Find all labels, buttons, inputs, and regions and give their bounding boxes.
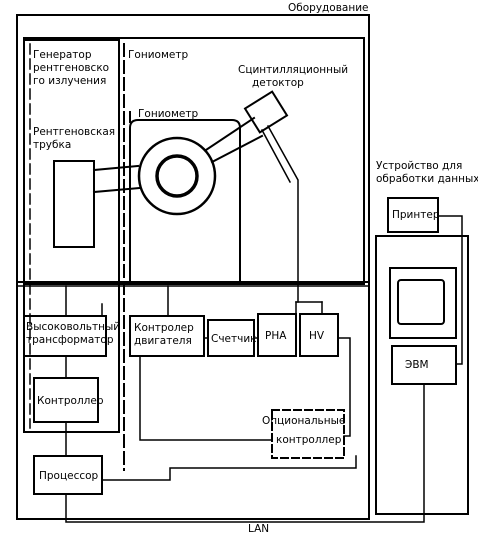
hv-transformer-label-2: трансформатор — [26, 334, 114, 346]
tube-arm-top — [92, 164, 140, 172]
goniometer-sample-circle — [155, 154, 199, 198]
generator-column — [23, 39, 120, 433]
detector-cable-2 — [260, 128, 292, 184]
data-unit-label-2: обработки данных — [376, 173, 478, 185]
detector-arm-top — [204, 116, 256, 152]
goniometer-outer-label: Гониометр — [128, 49, 188, 61]
hv-transformer-box — [23, 315, 107, 357]
lan-label: LAN — [248, 523, 269, 535]
wire-processor-bus — [101, 455, 357, 481]
generator-label-3: го излучения — [33, 75, 106, 87]
xray-tube — [53, 160, 95, 248]
generator-label-2: рентгеновско — [33, 62, 109, 74]
inner-goniometer-outline — [129, 119, 241, 281]
goniometer-circle — [137, 136, 217, 216]
lan-line — [65, 383, 425, 523]
wire-printer-computer — [437, 215, 463, 365]
wire-motor-optional — [139, 355, 273, 441]
optional-label-2: контроллер — [276, 434, 342, 446]
motor-controller-label-2: двигателя — [134, 335, 192, 347]
generator-label-1: Генератор — [33, 49, 92, 61]
processor-box — [33, 455, 103, 495]
data-unit-label-1: Устройство для — [376, 160, 462, 172]
motor-controller-label-1: Контролер — [134, 322, 194, 334]
controller-label: Контроллер — [37, 395, 104, 407]
tube-label-2: трубка — [33, 139, 71, 151]
optional-label-1: Опциональные — [262, 415, 345, 427]
detector-label-1: Сцинтилляционный — [238, 64, 348, 76]
monitor-screen — [397, 279, 445, 325]
processor-label: Процессор — [39, 470, 99, 482]
optional-controller-box — [271, 409, 345, 459]
wire-optional-hv — [337, 337, 351, 437]
printer-box — [387, 197, 439, 233]
printer-label: Принтер — [392, 209, 440, 221]
detector-arm-bottom — [210, 134, 264, 164]
equipment-label: Оборудование — [288, 2, 369, 14]
detector-label-2: детоктор — [252, 77, 304, 89]
data-unit-frame — [375, 235, 469, 515]
tube-arm-bottom — [92, 186, 142, 194]
tube-label-1: Рентгеновская — [33, 126, 115, 138]
equipment-frame — [16, 14, 370, 520]
pha-label: PHA — [265, 330, 287, 342]
hv-box — [299, 313, 339, 357]
pha-box — [257, 313, 297, 357]
hv-label: HV — [309, 330, 325, 342]
hv-transformer-label-1: Высоковольтный — [26, 321, 120, 333]
counter-label: Счетчик — [211, 333, 256, 345]
computer-label: ЭВМ — [405, 359, 429, 371]
motor-controller-box — [129, 315, 205, 357]
scintillation-detector — [243, 90, 289, 134]
goniometer-inner-label: Гониометр — [138, 108, 198, 120]
monitor-box — [389, 267, 457, 339]
detector-cable-1 — [266, 124, 299, 303]
